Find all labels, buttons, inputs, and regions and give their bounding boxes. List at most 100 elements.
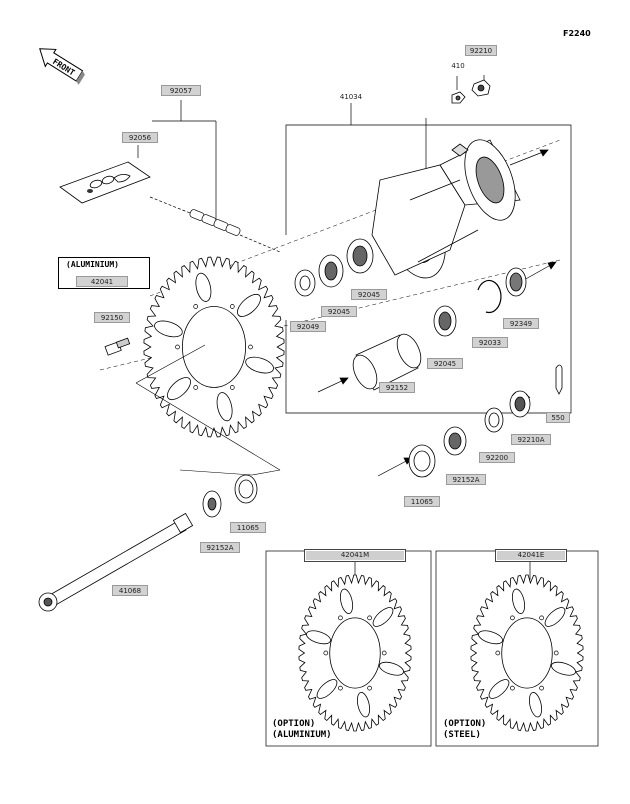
- master-link-card: [59, 161, 151, 204]
- sprocket-bolt-hole: [338, 685, 343, 691]
- part-label-42041M[interactable]: 42041M: [304, 549, 406, 562]
- option-steel-caption: (OPTION) (STEEL): [443, 719, 486, 741]
- sprocket-bolt-hole: [229, 385, 235, 390]
- seal-11065-bottom: [234, 474, 258, 504]
- part-label-42041E[interactable]: 42041E: [495, 549, 567, 562]
- sprocket-bore: [329, 617, 381, 689]
- part-label-92033[interactable]: 92033: [472, 337, 508, 348]
- sprocket-bolt-hole: [248, 344, 253, 350]
- part-label-92150[interactable]: 92150: [94, 312, 130, 323]
- nut-410: [451, 91, 466, 104]
- sprocket-bolt-hole: [338, 615, 343, 621]
- option-aluminium-line2: (ALUMINIUM): [272, 730, 332, 740]
- sprocket-bore: [182, 306, 246, 388]
- sprocket-bolt-hole: [510, 685, 515, 691]
- part-label-410[interactable]: 410: [451, 62, 465, 70]
- part-label-41034[interactable]: 41034: [339, 93, 363, 101]
- axle-41068: [38, 512, 194, 612]
- part-label-92045-a[interactable]: 92045: [351, 289, 387, 300]
- part-label-92210[interactable]: 92210: [465, 45, 497, 56]
- sprocket-lightening-hole: [216, 392, 233, 422]
- aluminium-label-box: [58, 257, 150, 289]
- part-label-92349[interactable]: 92349: [503, 318, 539, 329]
- castle-nut-92210A: [509, 390, 531, 418]
- part-label-41068[interactable]: 41068: [112, 585, 148, 596]
- sprocket-bolt-hole: [229, 304, 235, 309]
- bearing-92045-c: [433, 305, 457, 337]
- sprocket-42041: [143, 256, 285, 438]
- aluminium-label: (ALUMINIUM): [66, 260, 119, 269]
- direction-arrows: [317, 149, 557, 477]
- part-label-42041[interactable]: 42041: [76, 276, 128, 287]
- option-aluminium-line1: (OPTION): [272, 719, 316, 729]
- sprocket-bolt-hole: [539, 685, 544, 691]
- bearing-92045-b: [318, 254, 344, 288]
- option-steel-line1: (OPTION): [443, 719, 487, 729]
- collar-92152A-bottom: [202, 490, 222, 518]
- hub-group-outline: [285, 75, 572, 414]
- part-label-92049[interactable]: 92049: [290, 321, 326, 332]
- washer-92200: [484, 407, 504, 433]
- sprocket-lightening-hole: [306, 630, 331, 645]
- part-label-92152A-bottom[interactable]: 92152A: [200, 542, 240, 553]
- sprocket-bolt-hole: [175, 344, 180, 350]
- sprocket-bolt-hole: [193, 385, 199, 390]
- sprocket-bolt-hole: [367, 615, 372, 621]
- sprocket-bore: [501, 617, 553, 689]
- front-direction-arrow: FRONT: [39, 48, 85, 85]
- nut-92210: [471, 79, 491, 97]
- sprocket-lightening-hole: [316, 679, 338, 699]
- sprocket-lightening-hole: [245, 356, 274, 374]
- seal-92349: [505, 267, 527, 297]
- sprocket-lightening-hole: [195, 272, 212, 302]
- sprocket-bolt-hole: [367, 685, 372, 691]
- sprocket-lightening-hole: [154, 320, 183, 338]
- drive-chain: [149, 196, 281, 253]
- part-label-92200[interactable]: 92200: [479, 452, 515, 463]
- spacer-92152: [352, 333, 422, 391]
- sprocket-bolt-hole: [510, 615, 515, 621]
- part-label-92210A[interactable]: 92210A: [511, 434, 551, 445]
- part-label-92056[interactable]: 92056: [122, 132, 158, 143]
- sprocket-lightening-hole: [511, 588, 526, 614]
- sprocket-bolt-hole: [381, 650, 387, 656]
- rear-hub: [371, 139, 521, 279]
- sprocket-bolt-hole: [495, 650, 501, 656]
- sprocket-lightening-hole: [339, 588, 354, 614]
- sprocket-bolt-hole: [539, 615, 544, 621]
- figure-id: F2240: [563, 29, 591, 38]
- part-label-11065-top[interactable]: 11065: [404, 496, 440, 507]
- part-label-92057[interactable]: 92057: [161, 85, 201, 96]
- sprocket-lightening-hole: [379, 661, 404, 676]
- sprocket-bolt-hole: [193, 304, 199, 309]
- sprocket-axis-lines: [135, 344, 281, 476]
- sprocket-lightening-hole: [528, 692, 543, 718]
- sprocket-lightening-hole: [478, 630, 503, 645]
- part-label-92045-b[interactable]: 92045: [321, 306, 357, 317]
- part-label-550[interactable]: 550: [546, 412, 570, 423]
- part-label-92045-c[interactable]: 92045: [427, 358, 463, 369]
- sprocket-bolt-hole: [323, 650, 329, 656]
- part-label-92152A-top[interactable]: 92152A: [446, 474, 486, 485]
- chain-bracket: [137, 100, 217, 220]
- sprocket-lightening-hole: [551, 661, 576, 676]
- bearing-92045-a: [346, 238, 374, 274]
- part-label-92152[interactable]: 92152: [379, 382, 415, 393]
- sprocket-lightening-hole: [372, 607, 394, 627]
- sprocket-bolt-hole: [553, 650, 559, 656]
- circlip-92033: [477, 279, 502, 314]
- seal-11065-top: [408, 444, 436, 478]
- option-aluminium-caption: (OPTION) (ALUMINIUM): [272, 719, 332, 741]
- sprocket-42041E: [470, 574, 584, 732]
- bolt-92150: [104, 337, 131, 356]
- collar-92152A-top: [443, 426, 467, 456]
- sprocket-lightening-hole: [356, 692, 371, 718]
- option-steel-line2: (STEEL): [443, 730, 481, 740]
- cotter-pin-550: [555, 364, 563, 395]
- sprocket-lightening-hole: [167, 377, 191, 401]
- part-label-11065-bottom[interactable]: 11065: [230, 522, 266, 533]
- collar-92049: [294, 269, 316, 297]
- sprocket-42041M: [298, 574, 412, 732]
